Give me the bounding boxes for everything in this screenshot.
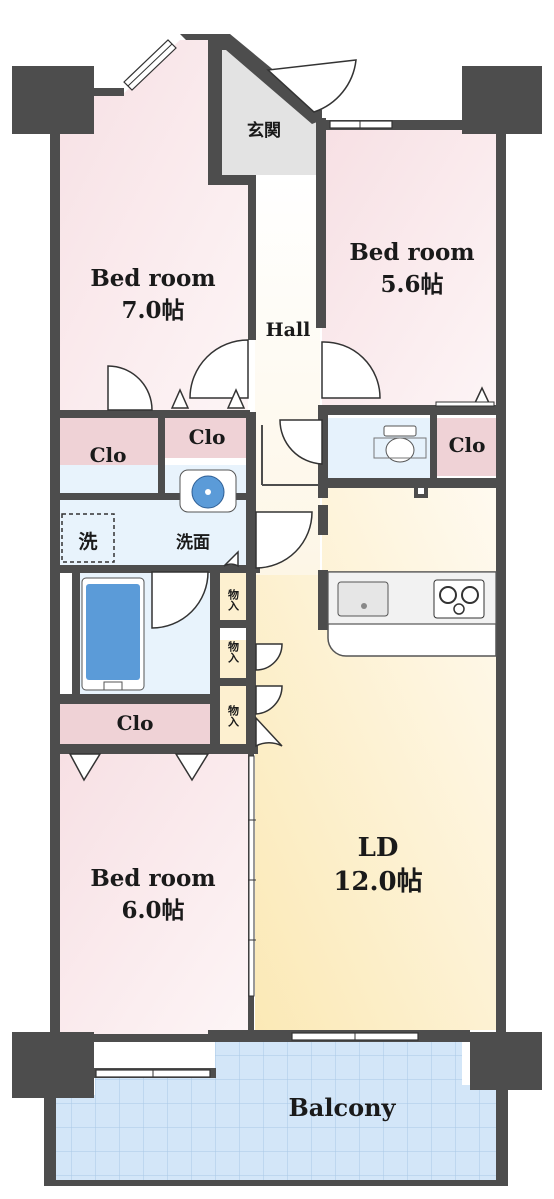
windows	[95, 39, 419, 1078]
bedroom-sw-floor	[60, 752, 248, 1034]
closet-ne-floor	[437, 418, 497, 476]
bedroom-nw-floor	[60, 40, 248, 412]
closet-sw-floor	[60, 704, 210, 744]
bedroom-ne-name: Bed room	[349, 239, 474, 266]
hall-floor	[255, 175, 320, 575]
bedroom-ne-size: 5.6帖	[380, 271, 443, 298]
bedroom-sw-size: 6.0帖	[121, 897, 184, 924]
closet-ne-label: Clo	[449, 433, 486, 457]
closet-sw-label: Clo	[117, 711, 154, 735]
storage-label-3: 物入	[227, 704, 240, 728]
bedroom-nw-name: Bed room	[90, 265, 215, 292]
closet-nw-label: Clo	[90, 443, 127, 467]
washroom-label: 洗面	[176, 532, 210, 553]
fixtures	[61, 425, 497, 691]
storage-label-1: 物入	[227, 588, 240, 612]
storage-floor-3	[220, 686, 246, 746]
storage-floor-1	[220, 572, 246, 620]
doors	[68, 59, 495, 782]
hall-label: Hall	[266, 319, 311, 341]
bedroom-sw-name: Bed room	[90, 865, 215, 892]
storage-floor-2	[220, 640, 246, 678]
ld-size: 12.0帖	[333, 867, 422, 897]
washer-label: 洗	[78, 530, 97, 553]
closet-hall-label: Clo	[189, 425, 226, 449]
closet-hall-floor	[165, 418, 250, 458]
balcony-label: Balcony	[289, 1093, 397, 1122]
storage-label-2: 物入	[227, 640, 240, 664]
balcony-floor	[56, 1040, 496, 1180]
ld-name: LD	[358, 833, 399, 863]
entrance-label: 玄関	[247, 120, 281, 141]
bedroom-nw-size: 7.0帖	[121, 297, 184, 324]
entrance-floor	[222, 42, 322, 210]
walls	[12, 34, 542, 1186]
